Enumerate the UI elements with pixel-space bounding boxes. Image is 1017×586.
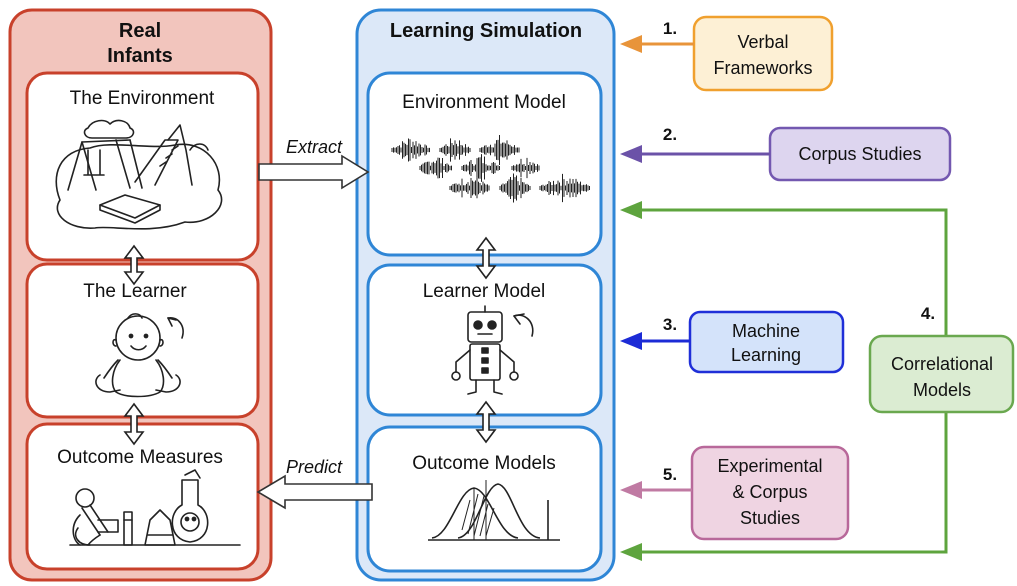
outcome-measures-box	[25, 422, 260, 571]
verbal-frameworks-box	[692, 15, 834, 92]
predict-label: Predict	[286, 457, 343, 477]
baby-illustration	[95, 313, 184, 398]
arrow-1-head	[620, 35, 642, 53]
audio-waveform-illustration	[391, 134, 590, 203]
number-4: 4.	[921, 304, 935, 323]
outcome-models-label: Outcome Models	[412, 453, 556, 474]
experimental-line3: Studies	[740, 508, 800, 528]
center-double-arrow-1	[475, 236, 497, 280]
environment-model-label: Environment Model	[402, 92, 566, 113]
arrow-4-bottom-head	[620, 543, 642, 561]
predict-arrow	[256, 474, 373, 510]
verbal-frameworks-line1: Verbal	[737, 32, 788, 52]
learner-model-label: Learner Model	[423, 281, 546, 302]
the-environment-box	[25, 71, 260, 262]
robot-illustration	[451, 305, 534, 395]
extract-label: Extract	[286, 137, 343, 157]
arrow-4-top	[642, 208, 948, 336]
correlational-models-box	[868, 334, 1015, 414]
experimental-line2: & Corpus	[732, 482, 807, 502]
extract-arrow	[258, 154, 370, 190]
left-double-arrow-2	[123, 402, 145, 446]
center-double-arrow-2	[475, 400, 497, 444]
real-infants-title-line2: Infants	[107, 45, 173, 67]
arrow-2-head	[620, 145, 642, 163]
the-learner-box	[25, 262, 260, 419]
the-environment-label: The Environment	[70, 88, 215, 109]
arrow-5-head	[620, 481, 642, 499]
learning-simulation-title: Learning Simulation	[390, 20, 582, 42]
left-double-arrow-1	[123, 244, 145, 286]
number-5: 5.	[663, 465, 677, 484]
the-learner-label: The Learner	[83, 281, 187, 302]
machine-learning-line2: Learning	[731, 345, 801, 365]
number-1: 1.	[663, 19, 677, 38]
experimental-corpus-studies-box	[690, 445, 850, 541]
real-infants-title-line1: Real	[119, 20, 161, 42]
arrow-4-bottom	[642, 412, 948, 554]
arrow-4-top-head	[620, 201, 642, 219]
correlational-models-line2: Models	[913, 380, 971, 400]
arrow-3-head	[620, 332, 642, 350]
machine-learning-line1: Machine	[732, 321, 800, 341]
number-2: 2.	[663, 125, 677, 144]
verbal-frameworks-line2: Frameworks	[713, 58, 812, 78]
number-3: 3.	[663, 315, 677, 334]
distribution-curves-illustration	[428, 480, 560, 541]
playground-illustration	[55, 119, 223, 230]
outcome-measures-label: Outcome Measures	[57, 447, 223, 468]
corpus-studies-label: Corpus Studies	[798, 144, 921, 164]
correlational-models-line1: Correlational	[891, 354, 993, 374]
lab-equipment-illustration	[69, 469, 241, 546]
experimental-line1: Experimental	[717, 456, 822, 476]
